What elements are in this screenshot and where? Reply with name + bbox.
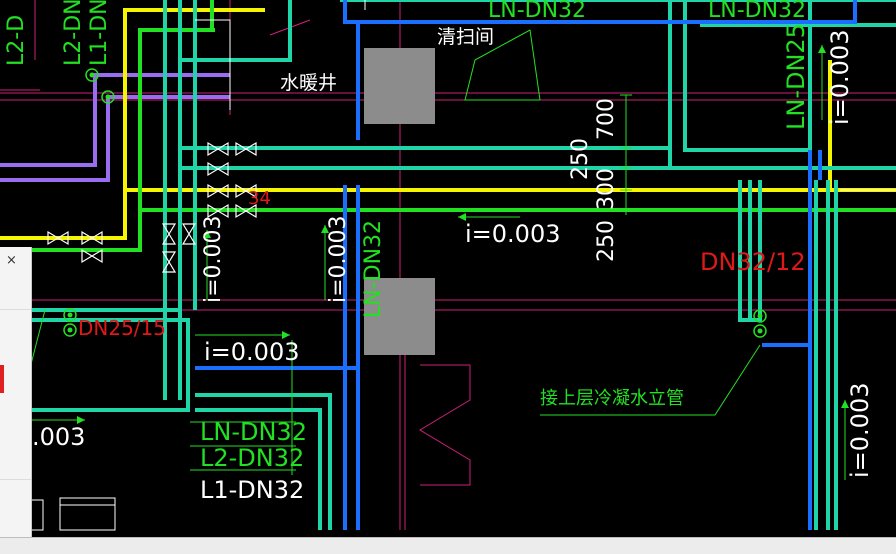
legend-l1-dn32: L1-DN32 — [200, 476, 305, 504]
popup-divider — [0, 309, 31, 310]
plumbing-shaft-label: 水暖井 — [280, 72, 338, 94]
side-popup-panel: × — [0, 247, 32, 537]
ln-dn32-top-label: LN-DN32 — [488, 0, 587, 23]
dimension-300: 300 — [594, 168, 619, 210]
l1-dn-vertical-label: L1-DN — [87, 0, 112, 66]
dimension-250-upper: 250 — [568, 138, 593, 180]
slope-label-right-top: i=0.003 — [826, 29, 854, 125]
pipe-size-dn32-12-label: DN32/12 — [700, 248, 806, 276]
dimension-250-lower: 250 — [594, 220, 619, 262]
pipe-size-dn25-15-label: DN25/15 — [78, 316, 166, 340]
slope-arrows — [77, 45, 849, 424]
l2-dn-vertical-label: L2-DN — [61, 0, 86, 66]
l2-d-vertical-label: L2-D — [4, 14, 29, 66]
slope-label-partial: .003 — [32, 423, 86, 451]
close-icon[interactable]: × — [6, 253, 17, 268]
riser-symbols — [63, 68, 767, 338]
cleaning-room-label: 清扫间 — [437, 26, 495, 48]
purple-pipes — [0, 73, 230, 182]
valve-symbols — [47, 141, 257, 273]
tag-34-label: 34 — [248, 188, 271, 209]
slope-label-vertical-left: i=0.003 — [201, 215, 226, 303]
popup-divider — [0, 479, 31, 480]
legend-l2-dn32: L2-DN32 — [200, 444, 305, 472]
bottom-status-bar — [0, 537, 896, 554]
slope-label-vertical-mid: i=0.003 — [326, 215, 351, 303]
shaft-block-top — [364, 48, 435, 124]
dimension-700: 700 — [594, 98, 619, 140]
cyan-pipes — [0, 0, 896, 530]
ln-dn32-vertical-label: LN-DN32 — [361, 219, 386, 318]
popup-red-marker — [0, 365, 4, 393]
slope-label-left: i=0.003 — [204, 338, 300, 366]
shaft-block-bottom — [364, 278, 435, 355]
ln-dn25-right-label: LN-DN25 — [782, 23, 810, 130]
blue-pipes — [28, 0, 857, 530]
green-pipes — [0, 0, 896, 252]
legend-ln-dn32: LN-DN32 — [200, 418, 307, 446]
slope-label-top: i=0.003 — [465, 220, 561, 248]
leader-lines — [29, 29, 846, 480]
slope-label-right-bottom: i=0.003 — [846, 382, 874, 478]
ln-dn32-top-right-label: LN-DN32 — [708, 0, 807, 23]
riser-connection-label: 接上层冷凝水立管 — [540, 388, 684, 409]
